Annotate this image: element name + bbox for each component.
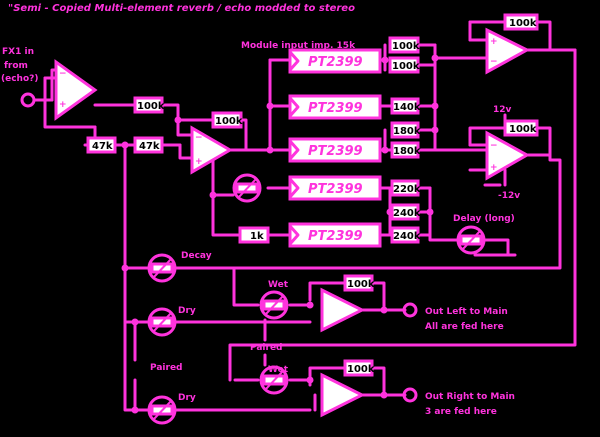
- resistors: 100k 47k 47k 100k 1k 100k 100k 140k 180k…: [86, 13, 539, 377]
- decay-label: Decay: [181, 251, 212, 261]
- pot-dry-right: [147, 395, 177, 425]
- resistor-label: 1k: [250, 231, 264, 242]
- fx-in-label-1: FX1 in: [2, 47, 34, 57]
- pt2399-chip-1: PT2399: [288, 48, 382, 74]
- out-right-label-1: Out Right to Main: [425, 392, 515, 402]
- svg-text:−: −: [490, 57, 498, 67]
- resistor-label: 100k: [347, 364, 375, 375]
- resistor-label: 100k: [509, 124, 537, 135]
- resistor-label: 140k: [393, 102, 421, 113]
- pot-dry-left: [147, 307, 177, 337]
- diagram-title: "Semi - Copied Multi-element reverb / ec…: [8, 3, 355, 14]
- input-jack: [20, 92, 36, 108]
- svg-text:+: +: [195, 157, 203, 167]
- resistor-label: 180k: [393, 126, 421, 137]
- fx-in-label-2: from: [4, 61, 28, 71]
- resistor-label: 100k: [392, 61, 420, 72]
- resistor-label: 100k: [347, 279, 375, 290]
- resistor-label: 240k: [393, 231, 421, 242]
- opamp-mix-mid: − +: [485, 130, 531, 181]
- resistor-label: 220k: [393, 184, 421, 195]
- pot-delay: [456, 225, 486, 255]
- out-left-label-1: Out Left to Main: [425, 307, 508, 317]
- resistor-label: 47k: [139, 141, 160, 152]
- chip-label: PT2399: [308, 55, 363, 70]
- pot-wet-right: [259, 365, 289, 395]
- opamp-mix-top: + −: [485, 27, 531, 75]
- plus-12v-label: 12v: [493, 105, 512, 115]
- opamp-input: − +: [54, 59, 98, 121]
- svg-text:+: +: [59, 100, 67, 110]
- fx-in-label-3: (echo?): [1, 74, 38, 84]
- module-input-label: Module input imp. 15k: [241, 41, 356, 51]
- paired-bottom-label: Paired: [150, 363, 183, 373]
- chip-label: PT2399: [308, 144, 363, 159]
- pt2399-chip-3: PT2399: [288, 137, 382, 163]
- opamp-buffer: − +: [190, 125, 233, 175]
- svg-text:−: −: [59, 69, 67, 79]
- resistor-label: 47k: [92, 141, 113, 152]
- chip-label: PT2399: [308, 229, 363, 244]
- resistor-label: 100k: [392, 41, 420, 52]
- out-left-label-2: All are fed here: [425, 322, 504, 332]
- svg-text:+: +: [490, 163, 498, 173]
- pot-module-feed: [232, 173, 262, 203]
- paired-top-label: Paired: [250, 343, 283, 353]
- junctions: [121, 54, 439, 414]
- out-right-label-2: 3 are fed here: [425, 407, 497, 417]
- chip-label: PT2399: [308, 182, 363, 197]
- svg-text:−: −: [490, 141, 498, 151]
- opamp-out-right: [320, 372, 366, 418]
- output-jack-right: [402, 387, 418, 403]
- output-jack-left: [402, 302, 418, 318]
- svg-text:−: −: [195, 133, 203, 143]
- resistor-label: 180k: [393, 146, 421, 157]
- pt2399-chip-5: PT2399: [288, 222, 382, 248]
- resistor-label: 100k: [215, 116, 243, 127]
- svg-text:+: +: [490, 37, 498, 47]
- delay-label: Delay (long): [453, 214, 515, 224]
- opamp-out-left: [320, 287, 366, 333]
- resistor-label: 100k: [137, 101, 165, 112]
- resistor-label: 240k: [393, 208, 421, 219]
- wet-left-label: Wet: [268, 280, 289, 290]
- dry-right-label: Dry: [178, 393, 196, 403]
- minus-12v-label: -12v: [498, 191, 520, 201]
- chip-label: PT2399: [308, 101, 363, 116]
- pt2399-chip-4: PT2399: [288, 175, 382, 201]
- dry-left-label: Dry: [178, 306, 196, 316]
- pot-decay: [147, 253, 177, 283]
- pt2399-chip-2: PT2399: [288, 94, 382, 120]
- resistor-label: 100k: [509, 18, 537, 29]
- pot-wet-left: [259, 290, 289, 320]
- wet-right-label: Wet: [268, 365, 289, 375]
